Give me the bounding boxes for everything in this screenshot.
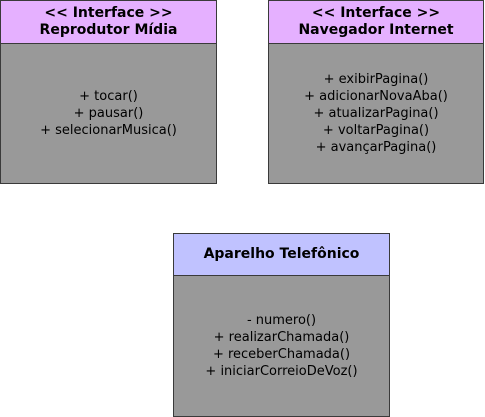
class-name: Reprodutor Mídia <box>39 22 178 38</box>
method-item: + exibirPagina() <box>323 72 429 87</box>
method-item: + receberChamada() <box>212 347 351 362</box>
method-item: + adicionarNovaAba() <box>304 89 448 104</box>
methods-compartment: - numero() + realizarChamada() + receber… <box>174 276 389 416</box>
methods-compartment: + tocar() + pausar() + selecionarMusica(… <box>1 44 216 183</box>
class-header: << Interface >> Reprodutor Mídia <box>1 1 216 44</box>
class-aparelho-telefonico[interactable]: Aparelho Telefônico - numero() + realiza… <box>173 233 390 417</box>
method-item: + iniciarCorreioDeVoz() <box>205 364 358 379</box>
stereotype-label: << Interface >> <box>311 5 441 21</box>
method-item: + pausar() <box>73 106 144 121</box>
method-item: - numero() <box>246 313 317 328</box>
stereotype-label: << Interface >> <box>44 5 173 21</box>
method-item: + avançarPagina() <box>315 140 437 155</box>
class-name: Aparelho Telefônico <box>203 246 360 262</box>
method-item: + realizarChamada() <box>213 330 350 345</box>
method-item: + tocar() <box>79 89 138 104</box>
method-item: + atualizarPagina() <box>313 106 439 121</box>
class-name: Navegador Internet <box>298 22 454 38</box>
method-item: + selecionarMusica() <box>40 123 177 138</box>
class-header: Aparelho Telefônico <box>174 234 389 276</box>
class-navegador-internet[interactable]: << Interface >> Navegador Internet + exi… <box>268 0 484 184</box>
class-header: << Interface >> Navegador Internet <box>269 1 483 44</box>
method-item: + voltarPagina() <box>322 123 430 138</box>
methods-compartment: + exibirPagina() + adicionarNovaAba() + … <box>269 44 483 183</box>
class-reprodutor-midia[interactable]: << Interface >> Reprodutor Mídia + tocar… <box>0 0 217 184</box>
